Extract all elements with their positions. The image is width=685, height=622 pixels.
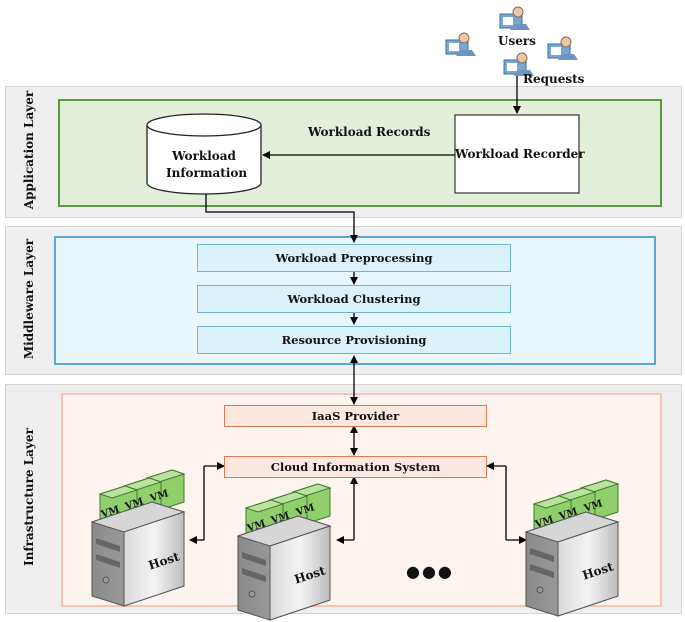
user-icon (499, 6, 530, 30)
users-label: Users (498, 34, 536, 48)
host-server-icon (524, 479, 620, 617)
resource-provisioning-box: Resource Provisioning (197, 326, 511, 354)
workload-information-line1: Workload (172, 149, 236, 163)
user-icon (445, 32, 476, 56)
workload-clustering-box: Workload Clustering (197, 285, 511, 313)
cloud-information-system-box: Cloud Information System (224, 456, 487, 478)
workload-information-line2: Information (166, 166, 248, 180)
workload-recorder-label: Workload Recorder (455, 147, 585, 161)
user-icon (503, 52, 534, 76)
database-icon (146, 113, 262, 195)
workload-recorder-box (454, 114, 580, 194)
workload-records-label: Workload Records (308, 125, 431, 139)
user-icon (547, 36, 578, 60)
workload-preprocessing-box: Workload Preprocessing (197, 244, 511, 272)
iaas-provider-box: IaaS Provider (224, 405, 487, 427)
requests-label: Requests (523, 72, 585, 86)
more-hosts-ellipsis: ●●● (406, 562, 454, 581)
host-server-icon (90, 469, 186, 607)
host-server-icon (236, 483, 332, 621)
